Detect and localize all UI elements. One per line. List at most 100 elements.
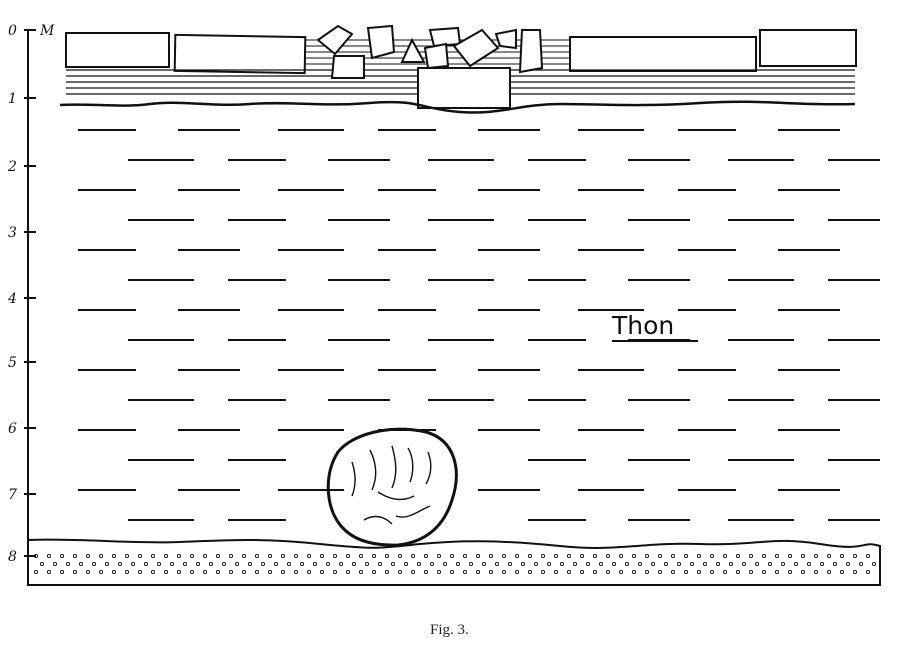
gravel-dot (735, 569, 741, 575)
gravel-dot (221, 561, 227, 567)
gravel-dot (579, 569, 585, 575)
gravel-dot (657, 553, 663, 559)
gravel-dot (813, 553, 819, 559)
gravel-dot (377, 561, 383, 567)
gravel-dot (59, 569, 65, 575)
gravel-dot (416, 561, 422, 567)
gravel-dot (403, 561, 409, 567)
stone (366, 24, 396, 60)
stone (494, 28, 517, 50)
gravel-dot (384, 553, 390, 559)
gravel-dot (826, 553, 832, 559)
crack (391, 445, 397, 489)
gravel-dot (501, 569, 507, 575)
gravel-dot (800, 569, 806, 575)
gravel-dot (189, 553, 195, 559)
gravel-dot (449, 553, 455, 559)
boulder-cracks (351, 445, 432, 525)
gravel-dot (618, 569, 624, 575)
gravel-dot (423, 553, 429, 559)
gravel-dot (520, 561, 526, 567)
gravel-dot (325, 561, 331, 567)
gravel-dot (280, 553, 286, 559)
gravel-dot (429, 561, 435, 567)
gravel-dot (865, 569, 871, 575)
gravel-dot (767, 561, 773, 567)
gravel-dot (273, 561, 279, 567)
gravel-dot (384, 569, 390, 575)
depth-unit-label: M (39, 23, 55, 39)
gravel-dot (293, 553, 299, 559)
gravel-dot (527, 569, 533, 575)
gravel-dot (871, 561, 877, 567)
gravel-dot (85, 569, 91, 575)
gravel-dot (702, 561, 708, 567)
gravel-dot (475, 569, 481, 575)
gravel-dot (46, 553, 52, 559)
gravel-dot (254, 569, 260, 575)
gravel-dot (72, 553, 78, 559)
gravel-dot (748, 553, 754, 559)
gravel-dot (293, 569, 299, 575)
crack (395, 505, 431, 518)
gravel-dot (865, 553, 871, 559)
gravel-dot (670, 553, 676, 559)
gravel-dot (176, 553, 182, 559)
gravel-dot (644, 553, 650, 559)
gravel-dot (423, 569, 429, 575)
gravel-dot (111, 569, 117, 575)
gravel-dot (845, 561, 851, 567)
gravel-dot (527, 553, 533, 559)
gravel-dot (754, 561, 760, 567)
gravel-dot (338, 561, 344, 567)
gravel-dot (514, 553, 520, 559)
gravel-dot (592, 569, 598, 575)
gravel-dot (397, 569, 403, 575)
gravel-dot (254, 553, 260, 559)
gravel-dot (488, 553, 494, 559)
gravel-dot (202, 553, 208, 559)
stone (452, 28, 500, 68)
gravel-dot (33, 553, 39, 559)
gravel-dot (332, 553, 338, 559)
gravel-dot (176, 569, 182, 575)
gravel-dot (137, 553, 143, 559)
gravel-dot (299, 561, 305, 567)
gravel-dot (852, 553, 858, 559)
gravel-dot (312, 561, 318, 567)
gravel-dot (137, 569, 143, 575)
gravel-dot (241, 569, 247, 575)
gravel-dot (774, 553, 780, 559)
gravel-dot (644, 569, 650, 575)
gravel-dot (351, 561, 357, 567)
gravel-dot (91, 561, 97, 567)
gravel-dot (728, 561, 734, 567)
stone (423, 42, 450, 70)
clay-layer (78, 129, 880, 521)
gravel-dot (371, 569, 377, 575)
gravel-dot (33, 569, 39, 575)
gravel-dot (52, 561, 58, 567)
gravel-dot (572, 561, 578, 567)
gravel-dot (319, 569, 325, 575)
gravel-dot (345, 553, 351, 559)
gravel-dot (397, 553, 403, 559)
gravel-dot (826, 569, 832, 575)
gravel-dot (436, 569, 442, 575)
gravel-dot (618, 553, 624, 559)
gravel-dot (683, 553, 689, 559)
gravel-dot (462, 553, 468, 559)
gravel-dot (468, 561, 474, 567)
gravel-dot (39, 561, 45, 567)
gravel-dot (546, 561, 552, 567)
gravel-dot (748, 569, 754, 575)
gravel-dot (670, 569, 676, 575)
gravel-dot (787, 553, 793, 559)
gravel-dot (780, 561, 786, 567)
clay-label-group: Thon (611, 311, 698, 342)
gravel-dot (722, 553, 728, 559)
gravel-dot (371, 553, 377, 559)
gravel-dot (553, 569, 559, 575)
gravel-dot (260, 561, 266, 567)
gravel-dot (839, 553, 845, 559)
